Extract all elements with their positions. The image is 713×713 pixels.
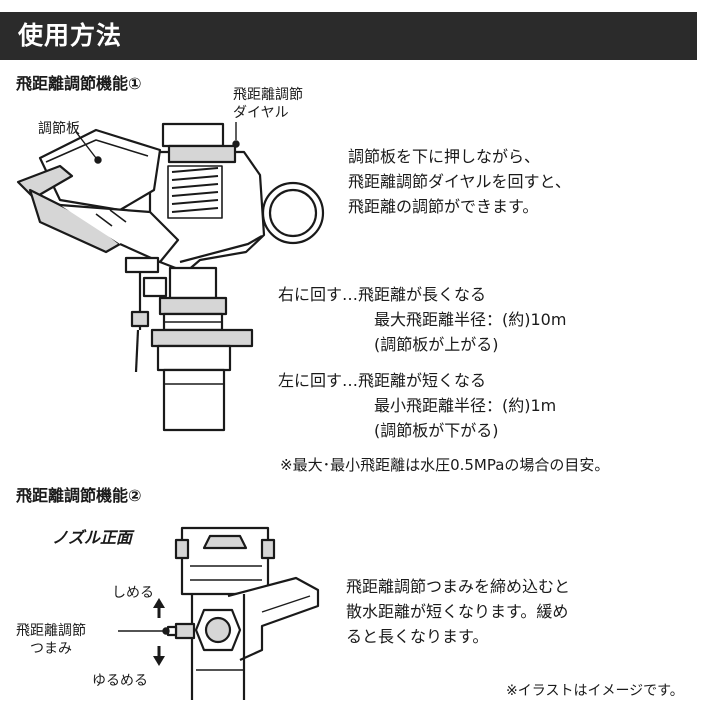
- instruction-line: 調節板を下に押しながら、: [348, 147, 541, 166]
- left-turn-line3: (調節板が下がる): [374, 421, 499, 440]
- instruction-line: ると長くなります。: [346, 627, 489, 646]
- section1-title: 飛距離調節機能①: [16, 74, 142, 93]
- right-turn-line3: (調節板が上がる): [374, 335, 499, 354]
- instruction-line: 飛距離調節ダイヤルを回すと、: [348, 172, 571, 191]
- left-turn-line1: 左に回す…飛距離が短くなる: [278, 371, 487, 390]
- knob-label-line1: 飛距離調節: [16, 623, 86, 639]
- dial-label-line2: ダイヤル: [233, 105, 289, 121]
- knob-label-line2: つまみ: [30, 641, 72, 657]
- tighten-label: しめる: [112, 585, 154, 601]
- right-turn-line2: 最大飛距離半径：(約)10m: [374, 310, 567, 329]
- right-turn-line1: 右に回す…飛距離が長くなる: [278, 285, 487, 304]
- nozzle-front-subtitle: ノズル正面: [52, 528, 133, 547]
- left-turn-line2: 最小飛距離半径：(約)1m: [374, 396, 557, 415]
- section2-title: 飛距離調節機能②: [16, 486, 142, 505]
- page-title: 使用方法: [18, 21, 123, 50]
- illustration-note: ※イラストはイメージです。: [506, 683, 684, 699]
- instruction-line: 飛距離調節つまみを締め込むと: [346, 577, 571, 596]
- plate-label: 調節板: [38, 121, 80, 137]
- pressure-note: ※最大･最小飛距離は水圧0.5MPaの場合の目安。: [280, 456, 610, 474]
- header-bar: 使用方法: [0, 12, 697, 60]
- instruction-line: 飛距離の調節ができます。: [348, 197, 539, 216]
- loosen-label: ゆるめる: [92, 673, 148, 689]
- instruction-line: 散水距離が短くなります。緩め: [346, 602, 569, 621]
- dial-label-line1: 飛距離調節: [233, 87, 303, 103]
